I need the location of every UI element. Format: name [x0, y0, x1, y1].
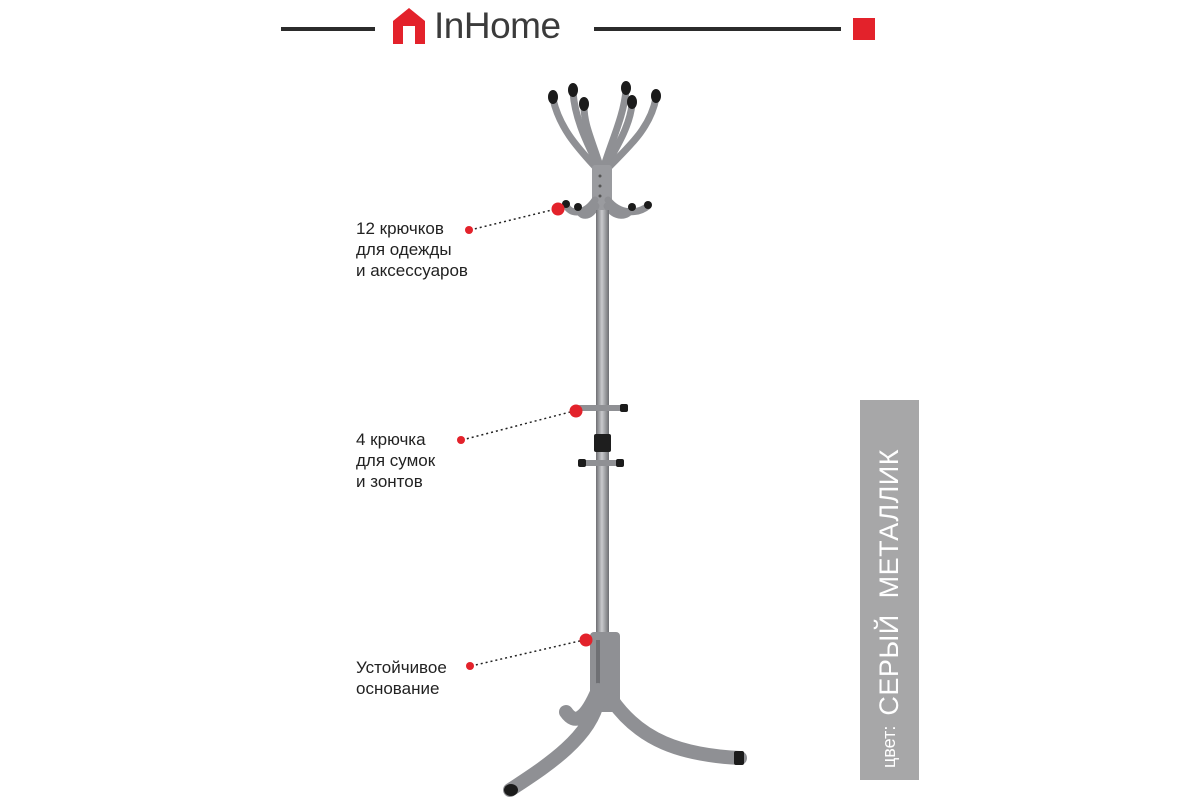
pole-joint [594, 434, 611, 452]
callout-markers [551, 202, 593, 647]
brand-logo: InHome [392, 4, 561, 48]
top-hooks [549, 86, 660, 174]
house-icon [393, 8, 425, 44]
main-pole [596, 210, 609, 640]
header-accent-square [853, 18, 875, 40]
callout-bag-hooks: 4 крючка для сумок и зонтов [356, 430, 436, 491]
callout-base: Устойчивое основание [356, 658, 447, 698]
header-line-left [281, 27, 375, 31]
callout-leaders [461, 208, 585, 667]
callout-dot [465, 226, 473, 234]
brand-name: InHome [434, 5, 561, 46]
base-legs [503, 683, 747, 797]
color-value: СЕРЫЙ МЕТАЛЛИК [874, 449, 904, 716]
color-info-bar: цвет: СЕРЫЙ МЕТАЛЛИК [860, 400, 919, 780]
callout-top-hooks: 12 крючков для одежды и аксессуаров [356, 219, 468, 280]
color-label: цвет: [879, 725, 899, 768]
callout-dot [457, 436, 465, 444]
header-line-right [594, 27, 841, 31]
hook-tips [548, 81, 661, 111]
callout-dot [466, 662, 474, 670]
color-info-text: цвет: СЕРЫЙ МЕТАЛЛИК [860, 400, 919, 780]
middle-hooks [577, 405, 627, 466]
